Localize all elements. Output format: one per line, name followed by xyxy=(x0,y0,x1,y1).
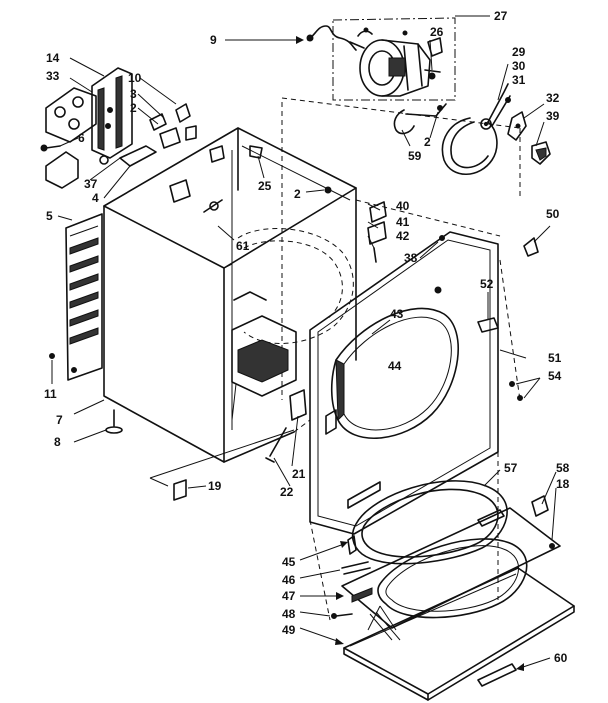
label-33: 33 xyxy=(46,69,60,83)
label-11: 11 xyxy=(44,387,57,401)
label-42: 42 xyxy=(396,229,410,243)
motor-assembly-outline xyxy=(332,17,456,101)
label-7: 7 xyxy=(56,413,63,427)
label-21: 21 xyxy=(292,467,306,481)
label-47: 47 xyxy=(282,589,296,603)
label-18: 18 xyxy=(556,477,570,491)
label-6: 6 xyxy=(78,131,85,145)
label-50: 50 xyxy=(546,207,560,221)
label-32: 32 xyxy=(546,91,560,105)
label-40: 40 xyxy=(396,199,410,213)
label-39: 39 xyxy=(546,109,560,123)
front-screws xyxy=(497,244,523,401)
door-inner-panel xyxy=(341,495,561,629)
label-57: 57 xyxy=(504,461,518,475)
label-45: 45 xyxy=(282,555,296,569)
motor-wire xyxy=(393,103,447,135)
cabinet xyxy=(103,97,521,463)
door-strike xyxy=(149,389,307,501)
label-61: 61 xyxy=(236,239,250,253)
label-25: 25 xyxy=(258,179,272,193)
part-labels: 9 27 26 29 30 31 32 39 2 59 14 33 10 3 2… xyxy=(44,9,570,665)
label-46: 46 xyxy=(282,573,296,587)
label-2-cabinet: 2 xyxy=(294,187,301,201)
label-2-bracket: 2 xyxy=(130,101,137,115)
label-37: 37 xyxy=(84,177,98,191)
label-52: 52 xyxy=(480,277,494,291)
control-bracket xyxy=(45,67,197,167)
label-3: 3 xyxy=(130,87,137,101)
projection-lines xyxy=(293,419,499,621)
wire-harness xyxy=(306,25,357,51)
label-44: 44 xyxy=(388,359,402,373)
label-4: 4 xyxy=(92,191,99,205)
label-59: 59 xyxy=(408,149,422,163)
label-26: 26 xyxy=(430,25,444,39)
door-hinge-parts xyxy=(341,535,371,575)
label-43: 43 xyxy=(390,307,404,321)
label-5: 5 xyxy=(46,209,53,223)
side-panel xyxy=(65,213,103,381)
motor-assembly xyxy=(349,27,441,97)
front-panel xyxy=(309,231,499,535)
door xyxy=(331,567,575,701)
drum-belt xyxy=(441,83,511,175)
label-22: 22 xyxy=(280,485,294,499)
label-41: 41 xyxy=(396,215,410,229)
label-9: 9 xyxy=(210,33,217,47)
label-19: 19 xyxy=(208,479,222,493)
label-54: 54 xyxy=(548,369,562,383)
label-60: 60 xyxy=(554,651,568,665)
label-14: 14 xyxy=(46,51,60,65)
label-38: 38 xyxy=(404,251,418,265)
label-48: 48 xyxy=(282,607,296,621)
label-29: 29 xyxy=(512,45,526,59)
label-31: 31 xyxy=(512,73,526,87)
label-49: 49 xyxy=(282,623,296,637)
label-30: 30 xyxy=(512,59,526,73)
label-8: 8 xyxy=(54,435,61,449)
leader-lines xyxy=(51,15,557,671)
label-58: 58 xyxy=(556,461,570,475)
label-51: 51 xyxy=(548,351,562,365)
label-2-motor: 2 xyxy=(424,135,431,149)
bracket-screws xyxy=(40,144,79,189)
label-27: 27 xyxy=(494,9,508,23)
label-10: 10 xyxy=(128,71,142,85)
idler-arm xyxy=(507,111,551,165)
door-seal xyxy=(351,480,508,565)
